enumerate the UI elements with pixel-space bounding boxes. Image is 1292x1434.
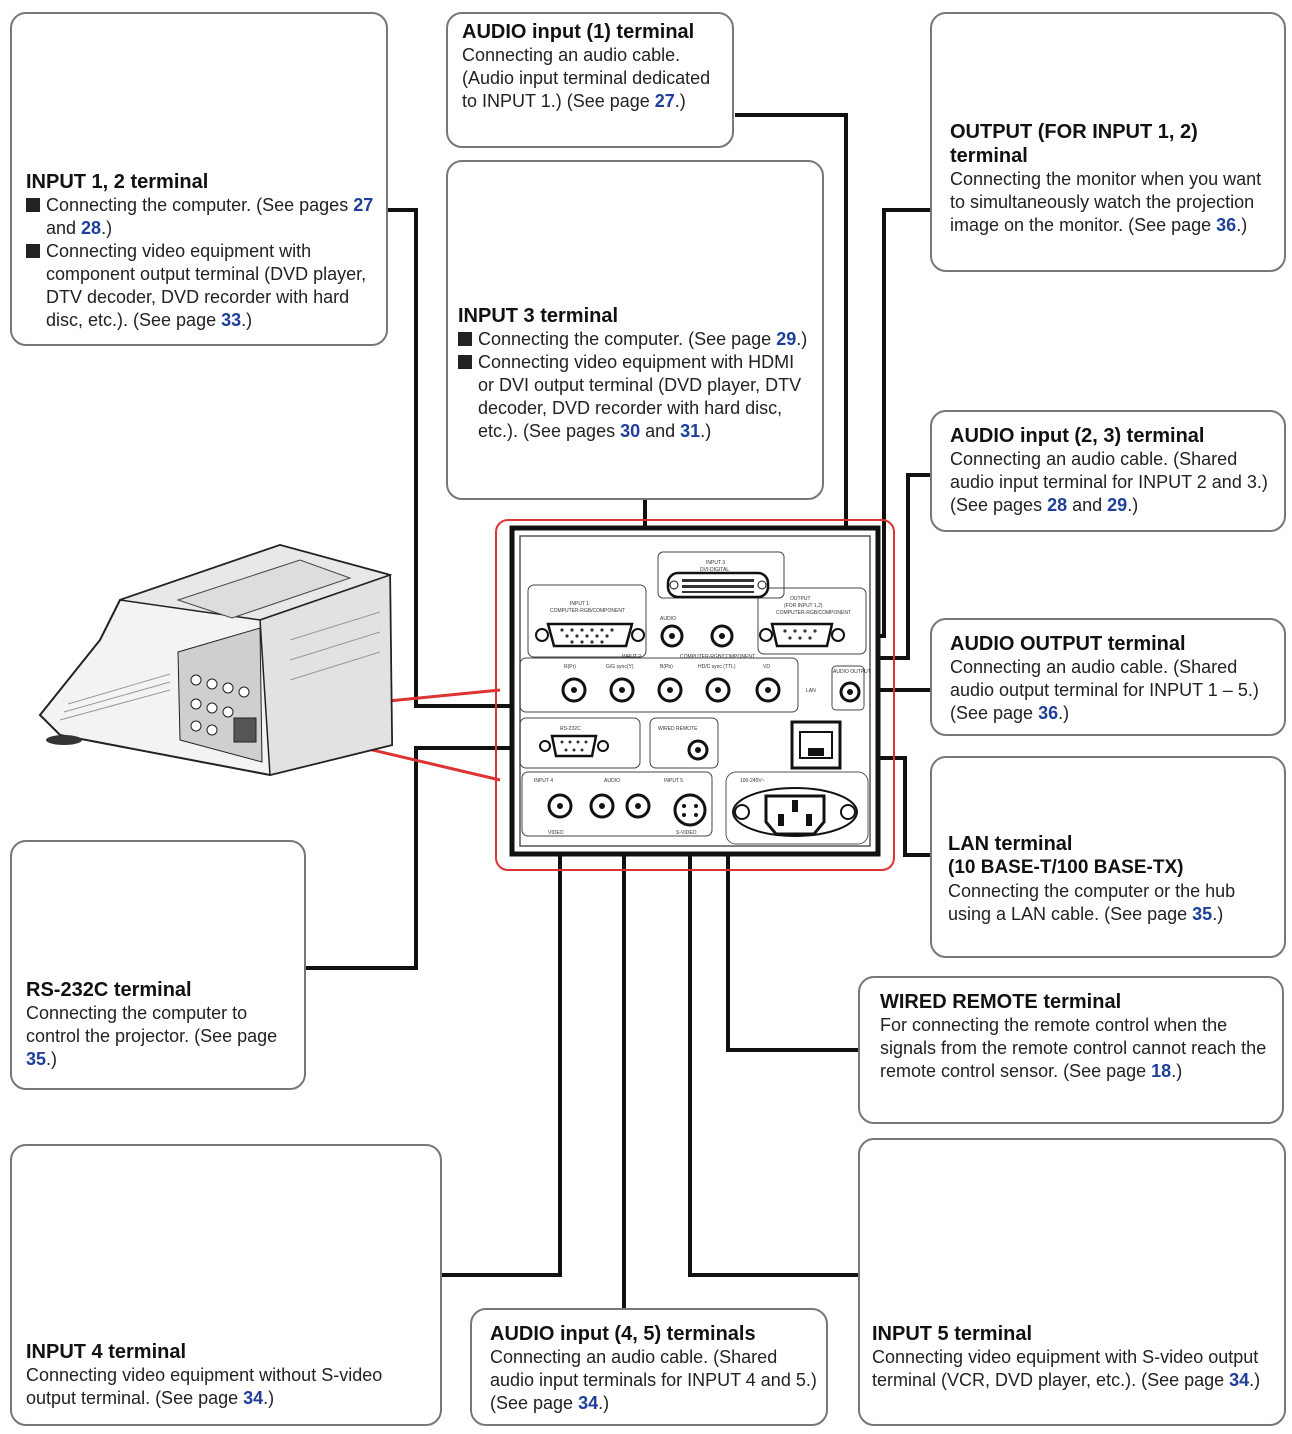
audio1-callout <box>446 12 734 148</box>
input5-callout <box>858 1138 1286 1426</box>
page-ref[interactable]: 36 <box>1038 703 1059 723</box>
audioout-callout <box>930 618 1286 736</box>
audio23-callout <box>930 410 1286 532</box>
input12-callout <box>10 12 388 346</box>
panel-label-rs232: RS-232C <box>560 726 581 732</box>
panel-label-power: 100-240V~ <box>740 778 765 784</box>
bullet-square-icon <box>458 332 472 346</box>
page-ref[interactable]: 33 <box>221 310 242 330</box>
panel-label-dvi: DVI-DIGITAL <box>700 567 729 573</box>
panel-label-audio-45: AUDIO <box>604 778 620 784</box>
wired-remote-callout <box>858 976 1284 1124</box>
input4-callout <box>10 1144 442 1426</box>
panel-label-input4: INPUT 4 <box>534 778 553 784</box>
audio23-title: AUDIO input (2, 3) terminal <box>950 425 1205 447</box>
page-ref[interactable]: 29 <box>1107 495 1128 515</box>
panel-label-input1-sub: COMPUTER-RGB/COMPONENT <box>550 608 625 614</box>
page-ref[interactable]: 18 <box>1151 1061 1172 1081</box>
output-callout <box>930 12 1286 272</box>
projector-illustration <box>38 543 394 777</box>
lan-title: LAN terminal <box>948 833 1073 855</box>
panel-label-g: G/G sync(Y) <box>606 664 634 670</box>
line-input12 <box>388 208 560 708</box>
page-ref[interactable]: 35 <box>26 1049 47 1069</box>
input5-title: INPUT 5 terminal <box>872 1323 1033 1345</box>
input12-title: INPUT 1, 2 terminal <box>26 171 209 193</box>
line-input5 <box>688 830 858 1277</box>
page-ref[interactable]: 31 <box>680 421 701 441</box>
page-ref[interactable]: 27 <box>353 195 374 215</box>
bullet-square-icon <box>26 198 40 212</box>
panel-label-output-sub: COMPUTER-RGB/COMPONENT <box>776 610 851 616</box>
audioout-title: AUDIO OUTPUT terminal <box>950 633 1186 655</box>
panel-label-output-for: (FOR INPUT 1,2) <box>784 603 823 609</box>
page-ref[interactable]: 34 <box>578 1393 599 1413</box>
page-ref[interactable]: 30 <box>620 421 641 441</box>
panel-label-input3: INPUT 3 <box>706 560 725 566</box>
bullet-square-icon <box>26 244 40 258</box>
page-ref[interactable]: 27 <box>654 91 675 111</box>
page-ref[interactable]: 29 <box>776 329 797 349</box>
page-ref[interactable]: 34 <box>243 1388 264 1408</box>
panel-label-input1: INPUT 1 <box>570 601 589 607</box>
page-ref[interactable]: 28 <box>1047 495 1068 515</box>
panel-label-b: B(Pb) <box>660 664 673 670</box>
panel-label-audio: AUDIO <box>660 616 676 622</box>
page-ref[interactable]: 28 <box>81 218 102 238</box>
panel-label-audioout: AUDIO OUTPUT <box>833 669 871 675</box>
rs232-title: RS-232C terminal <box>26 979 192 1001</box>
panel-label-input2: INPUT 2 <box>622 654 641 660</box>
input3-callout <box>446 160 824 500</box>
panel-label-input5: INPUT 5 <box>664 778 683 784</box>
output-title: OUTPUT (FOR INPUT 1, 2) terminal <box>950 121 1198 167</box>
input3-title: INPUT 3 terminal <box>458 305 619 327</box>
panel-label-vd: VD <box>763 664 770 670</box>
audio45-title: AUDIO input (4, 5) terminals <box>490 1323 756 1345</box>
terminal-panel: INPUT 3 DVI-DIGITAL INPUT 1 COMPUTER-RGB… <box>495 519 895 871</box>
audio45-callout <box>470 1308 828 1426</box>
line-input4 <box>442 810 562 1277</box>
connector-lines <box>306 113 935 1308</box>
rs232-callout <box>10 840 306 1090</box>
panel-label-wired: WIRED REMOTE <box>658 726 698 732</box>
line-rs232 <box>306 746 570 970</box>
wired-remote-title: WIRED REMOTE terminal <box>880 991 1122 1013</box>
page-ref[interactable]: 34 <box>1229 1370 1250 1390</box>
panel-label-svideo: S-VIDEO <box>676 830 697 836</box>
lan-callout <box>930 756 1286 958</box>
panel-label-video: VIDEO <box>548 830 564 836</box>
panel-label-lan: LAN <box>806 688 816 694</box>
audio1-title: AUDIO input (1) terminal <box>462 21 695 43</box>
input4-title: INPUT 4 terminal <box>26 1341 187 1363</box>
panel-label-output: OUTPUT <box>790 596 811 602</box>
bullet-square-icon <box>458 355 472 369</box>
page-ref[interactable]: 36 <box>1216 215 1237 235</box>
panel-label-hd: HD/C sync (TTL) <box>698 664 736 670</box>
page-ref[interactable]: 35 <box>1192 904 1213 924</box>
panel-label-input2-sub: COMPUTER-RGB/COMPONENT <box>680 654 755 660</box>
lan-subtitle: (10 BASE-T/100 BASE-TX) <box>948 857 1184 878</box>
panel-label-r: R(Pr) <box>564 664 576 670</box>
